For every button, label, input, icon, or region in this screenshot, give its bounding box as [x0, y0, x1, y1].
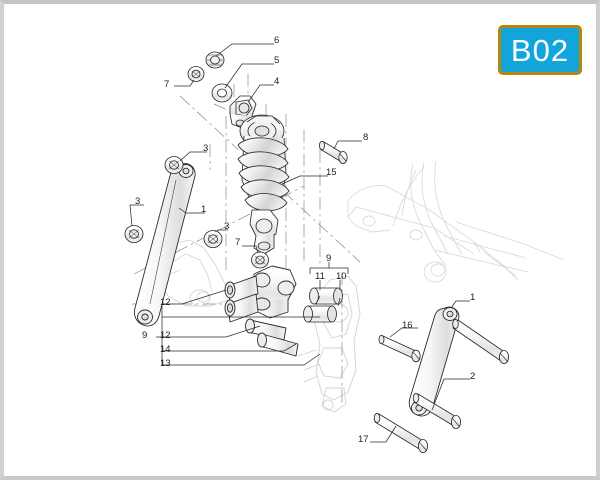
- nut-3-top: [164, 156, 184, 174]
- callout-2: 2: [470, 371, 476, 382]
- part-shock-absorber-15: [237, 114, 290, 255]
- callout-3-top: 3: [203, 143, 209, 154]
- part-nuts-3-and-7: [124, 156, 269, 269]
- leader-6: [215, 43, 274, 57]
- callout-5: 5: [274, 55, 280, 66]
- leader-14: [162, 343, 297, 352]
- leader-1b: [450, 300, 470, 309]
- callout-12-upper: 12: [160, 297, 171, 308]
- callout-6: 6: [274, 35, 280, 46]
- leader-8: [333, 140, 362, 150]
- callout-12-lower: 12: [160, 330, 171, 341]
- part-bolts-right: [373, 318, 510, 453]
- cap-nut-6: [205, 51, 225, 69]
- leader-13: [162, 353, 321, 366]
- callout-17: 17: [358, 434, 369, 445]
- callout-4: 4: [274, 76, 280, 87]
- bolt-2: [452, 318, 510, 364]
- leader-4: [248, 84, 274, 102]
- callout-7-center: 7: [235, 237, 241, 248]
- leader-3c: [214, 229, 228, 233]
- washer-5: [211, 83, 233, 103]
- nut-7-center: [251, 251, 269, 269]
- leader-3b: [129, 204, 144, 227]
- leader-15: [281, 175, 328, 185]
- nut-3-center: [203, 230, 223, 248]
- leader-3a: [179, 151, 207, 162]
- leader-12b: [162, 325, 261, 338]
- callout-7-upper: 7: [164, 79, 170, 90]
- leader-1a: [178, 207, 205, 214]
- bolt-2b: [412, 392, 462, 429]
- ghost-geometry: [347, 160, 565, 283]
- callout-8: 8: [363, 132, 369, 143]
- nut-7-upper: [187, 66, 205, 82]
- callout-1-right: 1: [470, 292, 476, 303]
- leader-7b: [242, 245, 259, 254]
- leader-lines: [129, 43, 470, 443]
- section-badge: B02: [498, 25, 582, 75]
- part-bolt-8: [318, 140, 348, 164]
- bracket-9b-legs: [319, 280, 341, 290]
- callout-9-center: 9: [326, 253, 332, 264]
- callout-16: 16: [402, 320, 413, 331]
- callout-11: 11: [315, 271, 325, 282]
- part-upper-hardware: [187, 51, 257, 129]
- callout-13: 13: [160, 358, 171, 369]
- part-spacers-9: [303, 287, 343, 323]
- parts-diagram-svg: [124, 43, 565, 453]
- leader-11-10: [315, 295, 341, 307]
- leader-2: [431, 378, 470, 411]
- leader-5: [224, 63, 274, 89]
- leader-16: [389, 327, 418, 338]
- leader-17: [370, 425, 397, 443]
- callout-1-left: 1: [201, 204, 207, 215]
- callout-14: 14: [160, 344, 171, 355]
- bolt-16: [378, 334, 421, 363]
- callout-3-center: 3: [224, 221, 230, 232]
- shock-lower-mount: [249, 209, 279, 255]
- callout-9-left: 9: [142, 330, 148, 341]
- callout-15: 15: [326, 167, 337, 178]
- callout-10: 10: [336, 271, 347, 282]
- diagram-canvas: B02 6 5 4 7 8 3 15 3 1 3 7 9 11 10 1 12 …: [4, 4, 596, 476]
- callout-3-left: 3: [135, 196, 141, 207]
- part-rocker-linkage: [224, 265, 299, 357]
- bolt-17: [373, 412, 429, 453]
- nut-3-lower-left: [124, 225, 144, 243]
- leader-12a: [162, 289, 227, 305]
- coil-spring: [237, 137, 290, 212]
- leader-7a: [174, 79, 195, 87]
